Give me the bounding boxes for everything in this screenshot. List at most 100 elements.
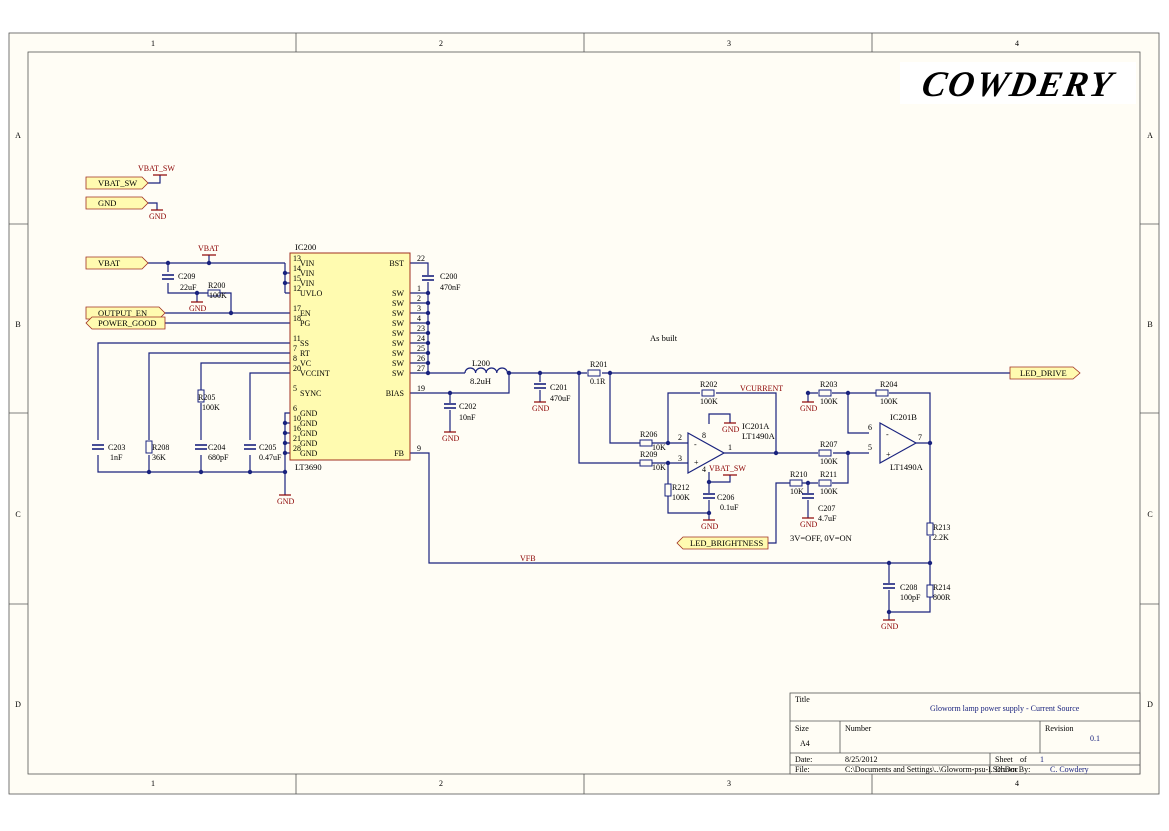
- svg-text:VBAT: VBAT: [198, 244, 219, 253]
- frame-row-left: C: [15, 510, 20, 519]
- resistor-body: [789, 479, 803, 487]
- ic201b-part: LT1490A: [890, 462, 924, 472]
- resistor-body: [818, 479, 832, 487]
- ic200-pin-name: FB: [394, 449, 404, 458]
- ic200-pin-number: 17: [293, 304, 301, 313]
- ic200-pins: VIN13VIN14VIN15UVLO12EN17PG18SS11RT7VC8V…: [293, 254, 425, 458]
- component-ref: R211: [820, 470, 837, 479]
- ic200-pin-name: VIN: [300, 269, 314, 278]
- ic201b-pin-7: 7: [918, 433, 922, 442]
- inductor-l200: L200 8.2uH: [464, 358, 508, 386]
- port-led-brightness[interactable]: LED_BRIGHTNESS: [676, 536, 769, 550]
- ic200-pin-name: SYNC: [300, 389, 321, 398]
- ic200-pin-name: SW: [392, 289, 404, 298]
- ic201a-pin-8: 8: [702, 431, 706, 440]
- component-value: 2.2K: [933, 533, 949, 542]
- port-led-drive[interactable]: LED_DRIVE: [1009, 366, 1081, 380]
- ic200-pin-number: 4: [417, 314, 421, 323]
- ic200-pin-number: 12: [293, 284, 301, 293]
- net-vfb: VFB: [520, 554, 536, 563]
- resistor-body: [875, 389, 889, 397]
- ic200-pin-number: 14: [293, 264, 301, 273]
- ic200-pin-number: 16: [293, 424, 301, 433]
- component-value: 680pF: [208, 453, 229, 462]
- ground-label: GND: [800, 404, 818, 413]
- frame-row-right: C: [1147, 510, 1152, 519]
- ground-label: GND: [532, 404, 550, 413]
- power-vbat: VBAT: [198, 244, 219, 256]
- ic200-pin-name: GND: [300, 409, 318, 418]
- ground-label: GND: [881, 622, 899, 631]
- net-vcurrent: VCURRENT: [740, 384, 783, 393]
- ic200-pin-name: BST: [389, 259, 404, 268]
- component-value: 10K: [790, 487, 804, 496]
- ic200-pin-number: 10: [293, 414, 301, 423]
- component-value: 100K: [209, 291, 227, 300]
- ic200-pin-name: VIN: [300, 279, 314, 288]
- power-vbat-sw-2: VBAT_SW: [709, 464, 746, 476]
- ic200-pin-name: PG: [300, 319, 310, 328]
- ic200-pin-number: 21: [293, 434, 301, 443]
- ic200-pin-number: 25: [417, 344, 425, 353]
- ic200-pin-name: SS: [300, 339, 309, 348]
- ground-label: GND: [189, 304, 207, 313]
- power-vbat-sw: VBAT_SW: [138, 164, 175, 176]
- ic200-pin-number: 13: [293, 254, 301, 263]
- component-value: 10nF: [459, 413, 476, 422]
- ic200-pin-number: 19: [417, 384, 425, 393]
- ic200-pin-name: EN: [300, 309, 311, 318]
- ic200-pin-number: 27: [417, 364, 425, 373]
- ic200-pin-name: UVLO: [300, 289, 322, 298]
- ic200-pin-name: VIN: [300, 259, 314, 268]
- resistor-body: [587, 369, 601, 377]
- ic200-pin-number: 18: [293, 314, 301, 323]
- ic200-pin-number: 22: [417, 254, 425, 263]
- date-value: 8/25/2012: [845, 755, 877, 764]
- port-power-good[interactable]: POWER_GOOD: [85, 316, 166, 330]
- ic201a-ref: IC201A: [742, 421, 770, 431]
- component-ref: C204: [208, 443, 225, 452]
- port-gnd[interactable]: GND: [85, 196, 149, 210]
- port-vbat-sw[interactable]: VBAT_SW: [85, 176, 149, 190]
- ic200-pin-number: 7: [293, 344, 297, 353]
- component-value: 36K: [152, 453, 166, 462]
- ic200: IC200 LT3690 VIN13VIN14VIN15UVLO12EN17PG…: [289, 242, 425, 472]
- ic200-pin-number: 6: [293, 404, 297, 413]
- component-ref: C207: [818, 504, 835, 513]
- component-value: 100K: [820, 457, 838, 466]
- ic200-pin-number: 8: [293, 354, 297, 363]
- component-ref: R202: [700, 380, 717, 389]
- size-value: A4: [800, 739, 810, 748]
- ic200-pin-number: 11: [293, 334, 301, 343]
- ic200-pin-number: 3: [417, 304, 421, 313]
- frame-col-bottom: 2: [439, 779, 443, 788]
- ic200-pin-name: GND: [300, 449, 318, 458]
- svg-text:+: +: [886, 450, 891, 459]
- file-value: C:\Documents and Settings\..\Gloworm-psu…: [845, 765, 1019, 774]
- svg-text:VBAT: VBAT: [98, 258, 121, 268]
- port-output-en[interactable]: OUTPUT_EN: [85, 306, 166, 320]
- ic200-pin-name: SW: [392, 309, 404, 318]
- title-value: Gloworm lamp power supply - Current Sour…: [930, 704, 1080, 713]
- title-label: Title: [795, 695, 810, 704]
- svg-text:LED_BRIGHTNESS: LED_BRIGHTNESS: [690, 538, 763, 548]
- resistor-body: [926, 584, 934, 598]
- component-value: 100K: [672, 493, 690, 502]
- port-vbat[interactable]: VBAT: [85, 256, 149, 270]
- component-ref: R210: [790, 470, 807, 479]
- ic201b: -+ 6 5 7 IC201B LT1490A: [868, 412, 924, 472]
- revision-label: Revision: [1045, 724, 1073, 733]
- company-logo: COWDERY: [900, 62, 1136, 104]
- svg-text:LED_DRIVE: LED_DRIVE: [1020, 368, 1067, 378]
- svg-text:OUTPUT_EN: OUTPUT_EN: [98, 308, 147, 318]
- ic201a: -+ 2 3 1 8 4 IC201A LT1490A: [678, 421, 776, 475]
- ic200-pin-name: VC: [300, 359, 311, 368]
- l200-value: 8.2uH: [470, 376, 491, 386]
- component-value: 470nF: [440, 283, 461, 292]
- resistor-body: [639, 459, 653, 467]
- junctions: [146, 260, 933, 615]
- ic201a-part: LT1490A: [742, 431, 776, 441]
- ic200-part: LT3690: [295, 462, 322, 472]
- drawn-by-label: Drawn By:: [995, 765, 1030, 774]
